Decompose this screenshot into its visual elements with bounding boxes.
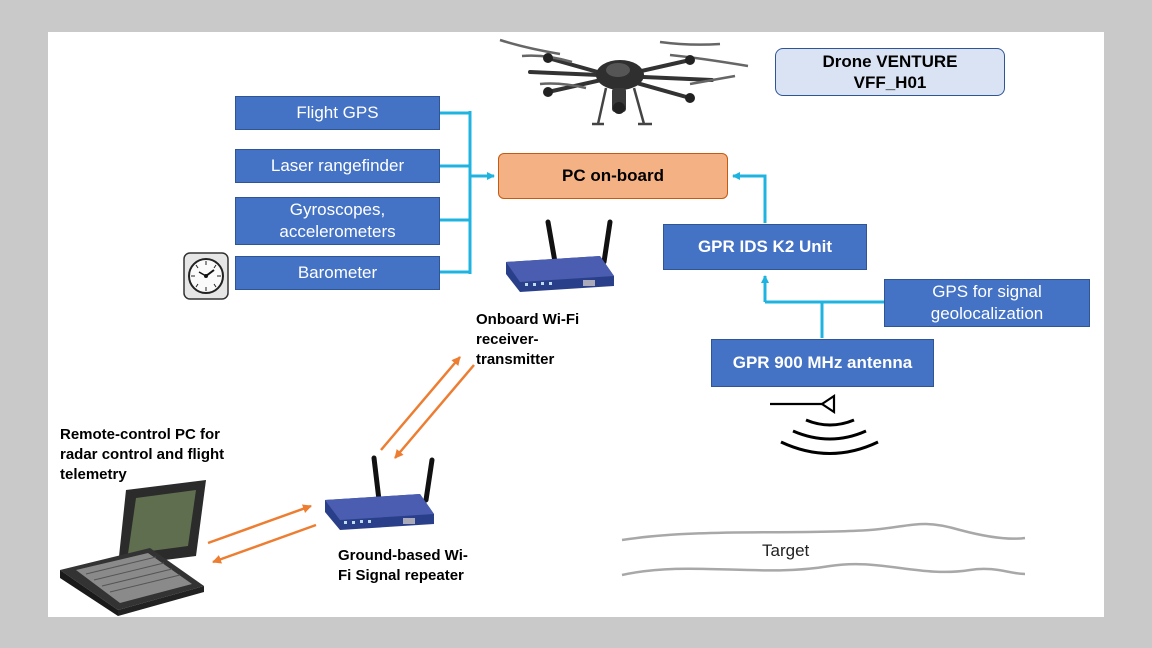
onboard-wifi-line1: Onboard Wi-Fi [476, 311, 580, 328]
onboard-wifi-line2: receiver- [476, 331, 539, 348]
drone-title-line1: Drone VENTURE [822, 52, 958, 71]
antenna-to-gpr-connector [761, 275, 884, 338]
pc-onboard-label: PC on-board [562, 166, 664, 185]
gps-signal-label-line2: geolocalization [930, 304, 1044, 323]
drone-title-box: Drone VENTURE VFF_H01 [775, 48, 1005, 96]
flight-gps-box: Flight GPS [235, 96, 440, 130]
barometer-icon [183, 252, 229, 300]
flight-gps-label: Flight GPS [296, 103, 379, 122]
gpr-antenna-label: GPR 900 MHz antenna [732, 353, 913, 372]
pc-onboard-box: PC on-board [498, 153, 728, 199]
barometer-label: Barometer [297, 263, 378, 282]
onboard-wifi-line3: transmitter [476, 351, 555, 368]
remote-pc-line1: Remote-control PC for [60, 426, 221, 443]
gyroscopes-label-line2: accelerometers [279, 222, 396, 241]
ground-layer-lines [621, 522, 1026, 577]
wireless-link-ground [207, 504, 317, 564]
gyroscopes-box: Gyroscopes, accelerometers [235, 197, 440, 245]
gps-signal-label-line1: GPS for signal [932, 282, 1042, 301]
laptop-icon [60, 480, 206, 616]
gpr-unit-label: GPR IDS K2 Unit [697, 237, 833, 256]
wireless-link-onboard [380, 356, 475, 459]
router-icon [506, 219, 614, 292]
ground-repeater-caption: Ground-based Wi- Fi Signal repeater [338, 546, 468, 586]
laser-rangefinder-box: Laser rangefinder [235, 149, 440, 183]
drone-icon [499, 38, 749, 126]
gyroscopes-label-line1: Gyroscopes, [289, 200, 386, 219]
remote-pc-caption: Remote-control PC for radar control and … [60, 425, 224, 485]
sensor-bus-connector [440, 111, 495, 274]
laser-rangefinder-label: Laser rangefinder [270, 156, 405, 175]
router-icon [325, 455, 435, 530]
gpr-to-pc-connector [732, 172, 767, 223]
gps-signal-box: GPS for signal geolocalization [884, 279, 1090, 327]
onboard-wifi-caption: Onboard Wi-Fi receiver- transmitter [476, 310, 579, 370]
ground-repeater-line1: Ground-based Wi- [338, 547, 468, 564]
remote-pc-line2: radar control and flight [60, 446, 225, 463]
drone-title-line2: VFF_H01 [853, 73, 927, 92]
gpr-antenna-box: GPR 900 MHz antenna [711, 339, 934, 387]
gpr-unit-box: GPR IDS K2 Unit [663, 224, 867, 270]
target-label: Target [762, 541, 810, 560]
barometer-box: Barometer [235, 256, 440, 290]
antenna-icon [770, 393, 836, 415]
ground-repeater-line2: Fi Signal repeater [338, 567, 464, 584]
radar-wave-icon [780, 418, 879, 455]
remote-pc-line3: telemetry [60, 466, 127, 483]
